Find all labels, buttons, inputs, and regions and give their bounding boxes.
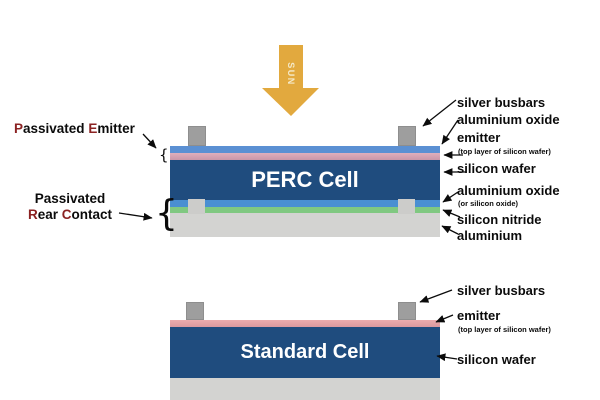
perc-label-silicon-nitride: silicon nitride — [457, 212, 542, 227]
perc-aluminium-oxide-top-layer — [170, 146, 440, 153]
perc-emitter-layer — [170, 153, 440, 160]
perc-silicon-nitride-layer — [170, 207, 440, 213]
perc-label-silver-busbars: silver busbars — [457, 95, 546, 110]
standard-cell-title: Standard Cell — [240, 341, 370, 363]
sun-arrow-icon: SUN — [262, 45, 319, 116]
standard-silicon-wafer-layer — [170, 327, 440, 378]
perc-silver-busbar-right — [398, 126, 416, 146]
arrow-perc-aluminium — [441, 225, 459, 235]
perc-label-aluminium: aluminium — [457, 228, 523, 243]
brace-passivated-emitter: { — [159, 146, 169, 164]
perc-aluminium-layer — [170, 213, 440, 237]
standard-label-silicon-wafer: silicon wafer — [457, 352, 536, 367]
perc-label-emitter: emitter — [457, 130, 501, 145]
standard-silver-busbar-right — [398, 302, 416, 320]
perc-note-emitter: (top layer of silicon wafer) — [458, 147, 551, 156]
perc-label-aluminium-oxide-bottom: aluminium oxide — [457, 183, 560, 198]
arrow-passivated-emitter — [142, 133, 157, 149]
standard-label-silver-busbars: silver busbars — [457, 283, 546, 298]
standard-label-emitter: emitter — [457, 308, 501, 323]
perc-aluminium-oxide-bottom-layer — [170, 200, 440, 207]
passivated-rear-contact-label: Passivated Rear Contact — [27, 191, 113, 222]
standard-cell-diagram: Standard Cell — [170, 302, 440, 400]
sun-label: SUN — [286, 62, 296, 86]
perc-cell-diagram: PERC Cell — [170, 126, 440, 237]
perc-label-silicon-wafer: silicon wafer — [457, 161, 536, 176]
arrow-perc-aluminium-oxide-top — [441, 119, 459, 145]
perc-silver-busbar-left — [188, 126, 206, 146]
passivated-emitter-label: Passivated Emitter — [14, 121, 135, 136]
standard-rear-layer — [170, 378, 440, 400]
perc-note-aluminium-oxide: (or silicon oxide) — [458, 199, 519, 208]
arrow-perc-aluminium-oxide-bottom — [442, 191, 459, 203]
arrow-standard-silver-busbars — [419, 289, 453, 303]
perc-rear-contact-right — [398, 199, 415, 214]
standard-emitter-layer — [170, 320, 440, 327]
arrow-standard-silicon-wafer — [436, 353, 458, 362]
arrow-perc-silver-busbars — [422, 99, 457, 127]
perc-label-aluminium-oxide-top: aluminium oxide — [457, 112, 560, 127]
standard-note-emitter: (top layer of silicon wafer) — [458, 325, 551, 334]
perc-rear-contact-left — [188, 199, 205, 214]
perc-silicon-wafer-layer — [170, 160, 440, 200]
perc-cell-title: PERC Cell — [251, 167, 359, 192]
standard-silver-busbar-left — [186, 302, 204, 320]
